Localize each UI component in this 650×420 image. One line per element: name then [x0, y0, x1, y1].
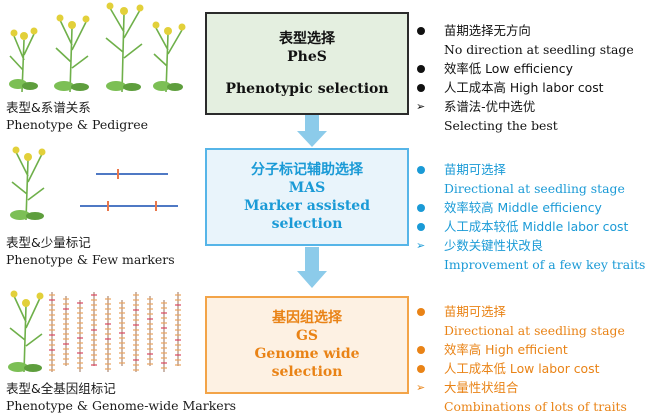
bullet-text: 系谱法-优中选优: [444, 99, 536, 114]
bullet-text: Combinations of lots of traits: [444, 399, 627, 414]
bullet-arrow-icon: ➢: [416, 239, 426, 252]
bullet-text: Improvement of a few key traits: [444, 257, 646, 272]
bullet-item: Directional at seedling stage: [416, 179, 648, 198]
bullet-arrow-icon: ➢: [416, 100, 426, 113]
bullet-text: 人工成本低 Low labor cost: [444, 361, 600, 376]
bullet-dot-icon: [417, 84, 425, 92]
box-abbrev: GS: [295, 328, 319, 344]
plant-with-few-markers-illustration: [10, 146, 178, 221]
bullet-dot-icon: [417, 365, 425, 373]
bullet-item: 效率较高 Middle efficiency: [416, 198, 648, 217]
box-abbrev: PheS: [287, 48, 327, 65]
plant-single: [8, 290, 44, 373]
bullet-dot-icon: [417, 27, 425, 35]
box-title-cn: 表型选择: [279, 30, 335, 47]
caption-en: Phenotype & Pedigree: [6, 117, 149, 132]
bullet-text: 人工成本高 High labor cost: [444, 80, 604, 95]
genome-wide-marker-columns: [49, 292, 181, 372]
bullet-text: No direction at seedling stage: [444, 42, 634, 57]
plant-with-genome-wide-markers-illustration: [8, 290, 181, 373]
bullet-text: 苗期可选择: [444, 304, 506, 319]
bullet-item: ➢ 系谱法-优中选优: [416, 97, 648, 116]
bullet-text: 少数关键性状改良: [444, 238, 544, 253]
rapeseed-plants-illustration-1: [9, 2, 186, 93]
bullet-text: Directional at seedling stage: [444, 323, 625, 338]
bullets-phenotypic-selection: 苗期选择无方向 No direction at seedling stage 效率低…: [416, 21, 648, 135]
bullet-arrow-icon: ➢: [416, 381, 426, 394]
down-arrow-2: [297, 247, 327, 288]
bullet-dot-icon: [417, 65, 425, 73]
bullet-item: Combinations of lots of traits: [416, 397, 648, 416]
bullet-dot-icon: [417, 346, 425, 354]
box-title-en-line2: selection: [271, 216, 343, 232]
bullet-item: 苗期选择无方向: [416, 21, 648, 40]
bullet-item: 效率高 High efficient: [416, 340, 648, 359]
bullet-dot-icon: [417, 308, 425, 316]
bullet-dot-icon: [417, 166, 425, 174]
bullet-item: ➢ 少数关键性状改良: [416, 236, 648, 255]
box-title-en-line1: Marker assisted: [244, 198, 370, 214]
bullet-dot-icon: [417, 223, 425, 231]
bullet-text: 苗期可选择: [444, 162, 506, 177]
box-title-en-line1: Genome wide: [254, 346, 360, 362]
bullet-text: Directional at seedling stage: [444, 181, 625, 196]
bullet-item: 苗期可选择: [416, 160, 648, 179]
caption-en: Phenotype & Few markers: [6, 252, 175, 267]
chromosome-line-2: [80, 201, 178, 211]
bullet-item: Improvement of a few key traits: [416, 255, 648, 274]
caption-phenotype-genome-wide-markers: 表型&全基因组标记 Phenotype & Genome-wide Marker…: [6, 380, 236, 414]
bullet-item: No direction at seedling stage: [416, 40, 648, 59]
box-marker-assisted-selection: 分子标记辅助选择 MAS Marker assisted selection: [205, 148, 409, 246]
plant-1: [9, 27, 38, 93]
plant-2: [54, 14, 90, 93]
bullet-text: 大量性状组合: [444, 380, 519, 395]
chromosome-line-1: [96, 169, 168, 179]
bullet-item: 人工成本较低 Middle labor cost: [416, 217, 648, 236]
bullet-text: 效率高 High efficient: [444, 342, 568, 357]
box-title-cn: 基因组选择: [272, 310, 342, 326]
box-title-cn: 分子标记辅助选择: [251, 162, 363, 178]
bullet-text: 效率低 Low efficiency: [444, 61, 573, 76]
bullet-item: Directional at seedling stage: [416, 321, 648, 340]
box-phenotypic-selection: 表型选择 PheS Phenotypic selection: [205, 12, 409, 115]
box-title-en: Phenotypic selection: [225, 80, 389, 97]
box-title-en-line2: selection: [271, 364, 343, 380]
box-genomic-selection: 基因组选择 GS Genome wide selection: [205, 296, 409, 394]
bullet-text: 人工成本较低 Middle labor cost: [444, 219, 629, 234]
down-arrow-1: [297, 115, 327, 147]
plant-single: [10, 146, 46, 221]
caption-en: Phenotype & Genome-wide Markers: [6, 398, 237, 413]
bullet-text: 效率较高 Middle efficiency: [444, 200, 602, 215]
bullets-marker-assisted-selection: 苗期可选择 Directional at seedling stage 效率较高 M…: [416, 160, 648, 274]
plant-4: [152, 21, 186, 93]
caption-phenotype-few-markers: 表型&少量标记 Phenotype & Few markers: [6, 234, 175, 268]
bullet-item: 人工成本高 High labor cost: [416, 78, 648, 97]
bullet-item: 苗期可选择: [416, 302, 648, 321]
bullet-item: Selecting the best: [416, 116, 648, 135]
box-abbrev: MAS: [288, 180, 326, 196]
caption-phenotype-pedigree: 表型&系谱关系 Phenotype & Pedigree: [6, 99, 148, 133]
caption-cn: 表型&系谱关系: [6, 100, 91, 115]
bullet-text: 苗期选择无方向: [444, 23, 531, 38]
bullet-item: 效率低 Low efficiency: [416, 59, 648, 78]
bullets-genomic-selection: 苗期可选择 Directional at seedling stage 效率高 Hi…: [416, 302, 648, 416]
bullet-item: 人工成本低 Low labor cost: [416, 359, 648, 378]
caption-cn: 表型&全基因组标记: [6, 381, 116, 396]
bullet-text: Selecting the best: [444, 118, 558, 133]
bullet-dot-icon: [417, 204, 425, 212]
bullet-item: ➢ 大量性状组合: [416, 378, 648, 397]
caption-cn: 表型&少量标记: [6, 235, 91, 250]
plant-3: [105, 2, 144, 93]
